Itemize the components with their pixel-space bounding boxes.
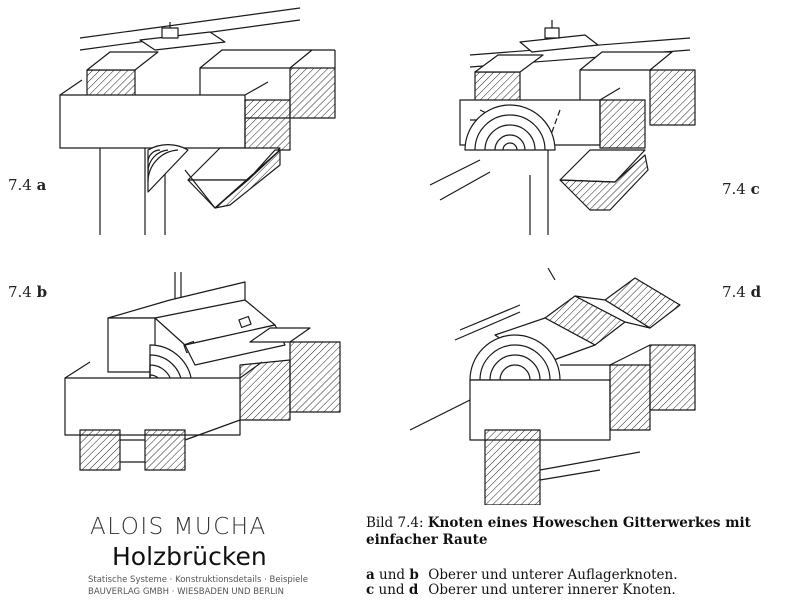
drawing-7-4-b xyxy=(64,272,341,471)
figure-label-7-4-a: 7.4 a xyxy=(8,176,47,194)
figure-label-7-4-c: 7.4 c xyxy=(722,180,760,198)
figure-label-7-4-d: 7.4 d xyxy=(722,283,762,301)
caption-legend-row-2: c und d Oberer und unterer innerer Knote… xyxy=(366,582,676,598)
caption-legend-row-1: a und b Oberer und unterer Auflagerknote… xyxy=(366,567,678,583)
figure-caption: Bild 7.4: Knoten eines Howeschen Gitterw… xyxy=(366,515,751,549)
legend-text-2: Oberer und unterer innerer Knoten. xyxy=(428,582,676,598)
drawing-7-4-c xyxy=(429,20,696,235)
book-subtitle: Statische Systeme · Konstruktionsdetails… xyxy=(88,575,308,585)
book-publisher: BAUVERLAG GMBH · WIESBADEN UND BERLIN xyxy=(88,587,284,597)
caption-number: Bild 7.4: xyxy=(366,515,424,531)
drawing-7-4-d xyxy=(409,267,696,505)
figure-label-7-4-b: 7.4 b xyxy=(8,283,48,301)
caption-title: Knoten eines Howeschen Gitterwerkes mit … xyxy=(366,515,751,548)
legend-text-1: Oberer und unterer Auflagerknoten. xyxy=(428,567,678,583)
book-author: ALOIS MUCHA xyxy=(90,514,267,540)
book-title: Holzbrücken xyxy=(112,542,267,571)
truss-node-drawings xyxy=(59,7,696,505)
drawing-7-4-a xyxy=(59,7,336,235)
